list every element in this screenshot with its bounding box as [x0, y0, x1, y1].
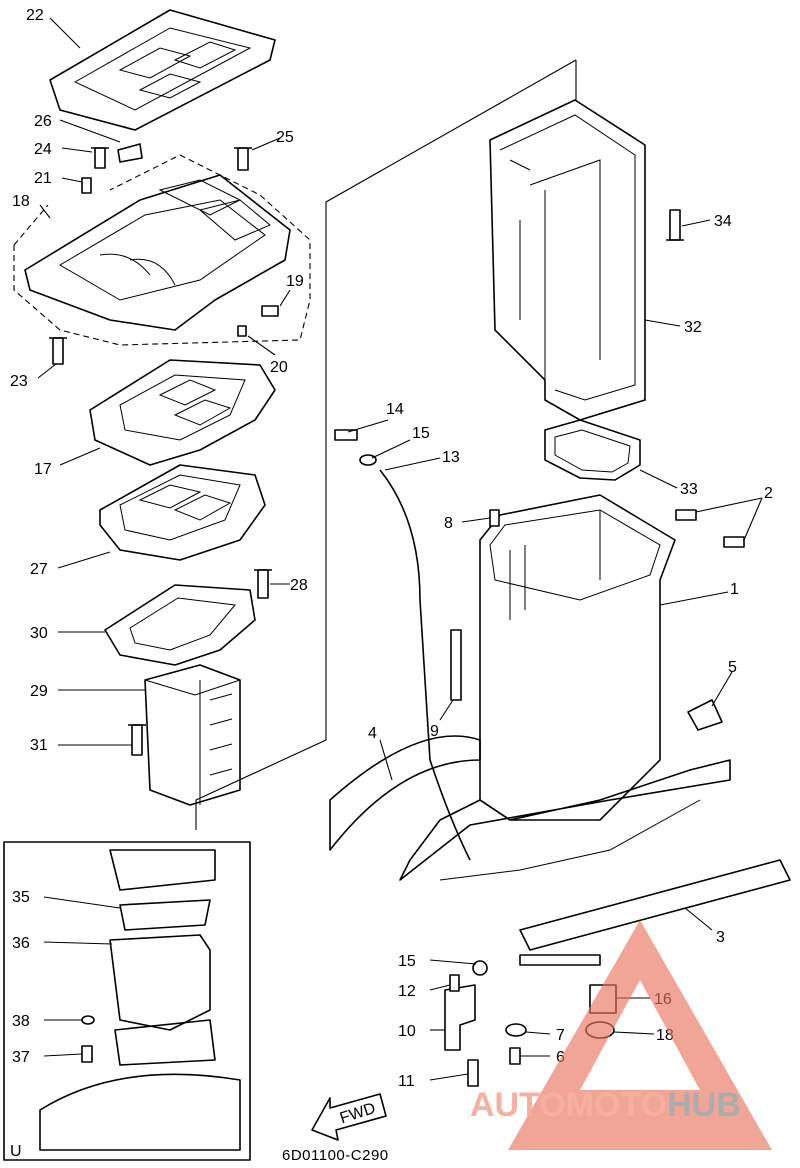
- callout-23: 22: [26, 7, 44, 24]
- callout-19: 18: [12, 193, 30, 210]
- anti-cavitation-plate: [399, 759, 731, 881]
- svg-text:AUTOMOTOHUB: AUTOMOTOHUB: [470, 1086, 741, 1124]
- fwd-arrow: FWD: [311, 1093, 387, 1141]
- dowel-22: [81, 177, 92, 194]
- callout-5: 5: [728, 659, 737, 676]
- callout-9: 9: [430, 723, 439, 740]
- pin-2b: [723, 536, 745, 548]
- dowel-12: [449, 974, 460, 992]
- leader-lines: [37, 17, 763, 1081]
- gasket-18: [89, 359, 276, 466]
- top-gasket: [49, 9, 276, 131]
- callout-31: 30: [30, 625, 48, 642]
- callout-34: 33: [680, 481, 698, 498]
- callout-28: 27: [30, 561, 48, 578]
- callout-29: 28: [290, 577, 308, 594]
- callout-1: 1: [730, 581, 739, 598]
- pin-2a: [675, 509, 697, 521]
- bolt-25: [91, 147, 109, 169]
- watermark: AUTOMOTOHUB: [470, 920, 772, 1150]
- bolt-11: [467, 1059, 479, 1087]
- callout-4: 4: [368, 725, 377, 742]
- exhaust-guide-30: [144, 664, 241, 806]
- water-pipe-13: [379, 469, 471, 861]
- pin-21: [237, 325, 247, 337]
- seal-15: [359, 454, 377, 466]
- callout-30: 29: [30, 683, 48, 700]
- callout-18: 17: [34, 461, 52, 478]
- upper-plate: [24, 174, 291, 331]
- inset-label-u: U: [10, 1143, 22, 1160]
- lower-casing-1: [479, 494, 676, 821]
- callout-labels: 22 26 24 25 21 18 19 20 23 17 27 28 30 2…: [10, 7, 773, 1164]
- callout-20: 19: [286, 273, 304, 290]
- callout-14: 14: [386, 401, 404, 418]
- callout-13: 13: [442, 449, 460, 466]
- watermark-auto: AUTO: [470, 1086, 566, 1124]
- callout-26: 25: [276, 129, 294, 146]
- clip-15b: [472, 960, 488, 976]
- callout-3: 3: [716, 929, 725, 946]
- callout-33: 32: [684, 319, 702, 336]
- watermark-triangle-logo: [508, 920, 772, 1150]
- rubber-strip-4: [329, 735, 481, 851]
- bolt-29: [254, 569, 272, 599]
- callout-37: 36: [12, 935, 30, 952]
- callout-7: 7: [556, 1027, 565, 1044]
- callout-8: 8: [444, 515, 453, 532]
- dowel-8: [489, 509, 500, 527]
- gasket-31: [104, 584, 256, 666]
- callout-25: 24: [34, 141, 52, 158]
- callout-15-bottom: 15: [398, 953, 416, 970]
- callout-38: 37: [12, 1049, 30, 1066]
- rubber-strip-3: [519, 859, 791, 966]
- gasket-34: [544, 419, 641, 481]
- callout-36: 35: [12, 889, 30, 906]
- bolt-35: [666, 209, 684, 241]
- bracket-10: [444, 984, 476, 1051]
- callout-2: 2: [764, 485, 773, 502]
- pin-20: [261, 305, 279, 317]
- bolt-26: [234, 147, 252, 171]
- callout-10: 10: [398, 1023, 416, 1040]
- fitting-27: [117, 143, 143, 163]
- washer-7: [505, 1023, 527, 1037]
- callout-22: 21: [34, 170, 52, 187]
- grommet-14: [334, 429, 358, 441]
- upper-casing-33: [489, 99, 646, 421]
- callout-21: 20: [270, 359, 288, 376]
- stud-9: [450, 629, 462, 701]
- callout-27: 26: [34, 113, 52, 130]
- bolt-6: [509, 1047, 521, 1065]
- bolt-32: [128, 724, 146, 756]
- watermark-hub: HUB: [667, 1086, 741, 1124]
- callout-15-top: 15: [412, 425, 430, 442]
- callout-11: 11: [398, 1073, 415, 1090]
- callout-12: 12: [398, 983, 416, 1000]
- callout-6: 6: [556, 1049, 565, 1066]
- drawing-code: 6D01100-C290: [282, 1147, 389, 1164]
- cap-5: [687, 699, 723, 731]
- callout-32: 31: [30, 737, 48, 754]
- bolt-24: [49, 337, 67, 365]
- callout-24: 23: [10, 373, 28, 390]
- main-dashed-frame-line: [195, 59, 577, 830]
- callout-39: 38: [12, 1013, 30, 1030]
- cover-28: [99, 464, 266, 561]
- watermark-moto: MOTO: [566, 1086, 667, 1124]
- inset-panel: [3, 841, 251, 1161]
- callout-35: 34: [714, 213, 732, 230]
